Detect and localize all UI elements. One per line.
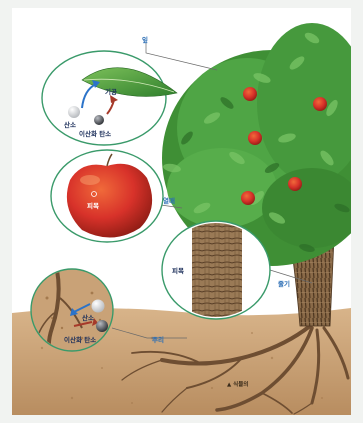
root-oxygen-molecule-icon	[92, 300, 105, 313]
label-carbon-dioxide: 이산화 탄소	[79, 129, 111, 138]
stem-inset: 피목	[162, 218, 270, 328]
label-stomata: 기공	[105, 87, 117, 96]
root-co2-molecule-icon	[96, 320, 108, 332]
label-root-carbon-dioxide: 이산화 탄소	[64, 335, 96, 344]
figure-caption: ▲ 식물의	[227, 380, 248, 388]
leaf-inset: 기공 산소 이산화 탄소	[42, 51, 177, 145]
fruit-inset: 피목	[51, 150, 163, 242]
apple-illustration	[67, 164, 152, 238]
label-root: 뿌리	[152, 335, 164, 344]
label-root-oxygen: 산소	[82, 313, 94, 322]
oxygen-molecule-icon	[68, 106, 80, 118]
diagram-frame: 잎 열매 줄기 뿌리 기공 산소 이산화 탄소 피목	[12, 8, 351, 415]
label-oxygen: 산소	[64, 120, 76, 129]
label-bark: 피목	[172, 266, 184, 275]
co2-molecule-icon	[94, 115, 104, 125]
label-fruit-skin: 피목	[87, 201, 99, 210]
bark-closeup	[192, 218, 242, 328]
label-fruit: 열매	[163, 196, 175, 205]
plant-diagram: 잎 열매 줄기 뿌리 기공 산소 이산화 탄소 피목	[12, 8, 351, 415]
label-stem: 줄기	[278, 279, 290, 288]
label-leaf: 잎	[142, 35, 148, 44]
